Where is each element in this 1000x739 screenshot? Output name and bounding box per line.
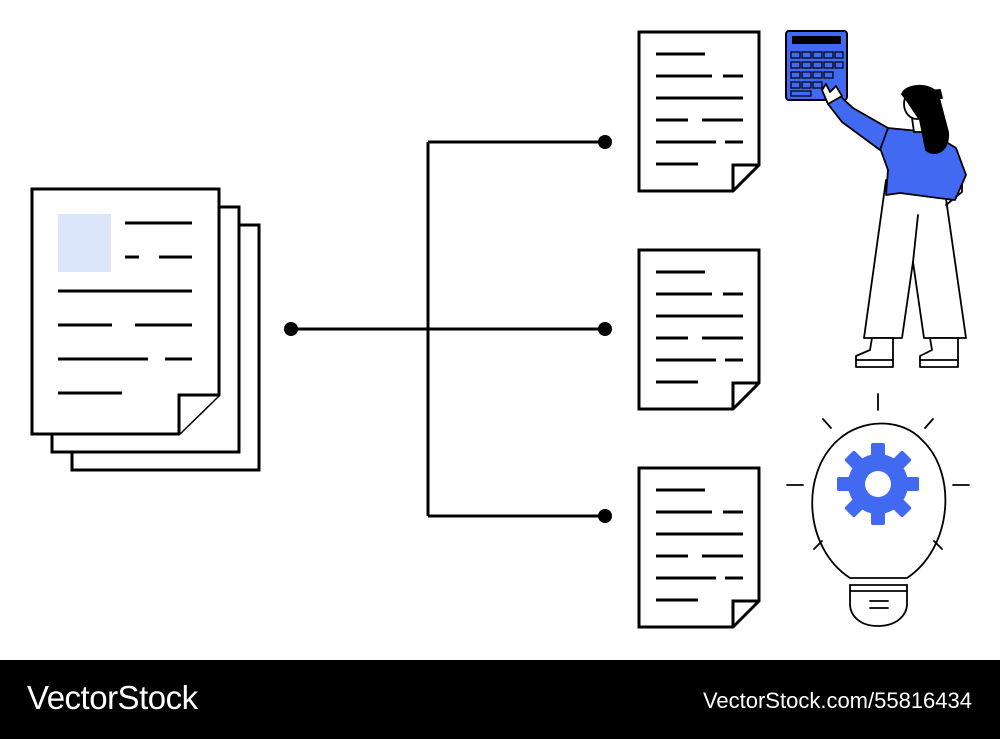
document-icon — [637, 248, 761, 411]
watermark-footer: VectorStock VectorStock.com/55816434 — [0, 660, 1000, 739]
connector-dot-start — [284, 322, 298, 336]
connector-dot-bottom — [598, 509, 612, 523]
woman-figure — [821, 83, 967, 368]
document-icon — [637, 466, 761, 629]
connector-dot-middle — [598, 322, 612, 336]
connector-lines — [291, 140, 605, 518]
gear-icon — [837, 443, 919, 525]
calculator-icon — [785, 30, 848, 101]
document-stack-icon — [30, 187, 261, 472]
document-icon — [637, 30, 761, 193]
lightbulb-gear-icon — [786, 393, 970, 627]
image-reference: VectorStock.com/55816434 — [702, 688, 972, 713]
brand-name: VectorStock — [27, 679, 198, 716]
connector-dot-top — [598, 135, 612, 149]
illustration — [30, 30, 970, 629]
image-placeholder — [58, 214, 111, 272]
